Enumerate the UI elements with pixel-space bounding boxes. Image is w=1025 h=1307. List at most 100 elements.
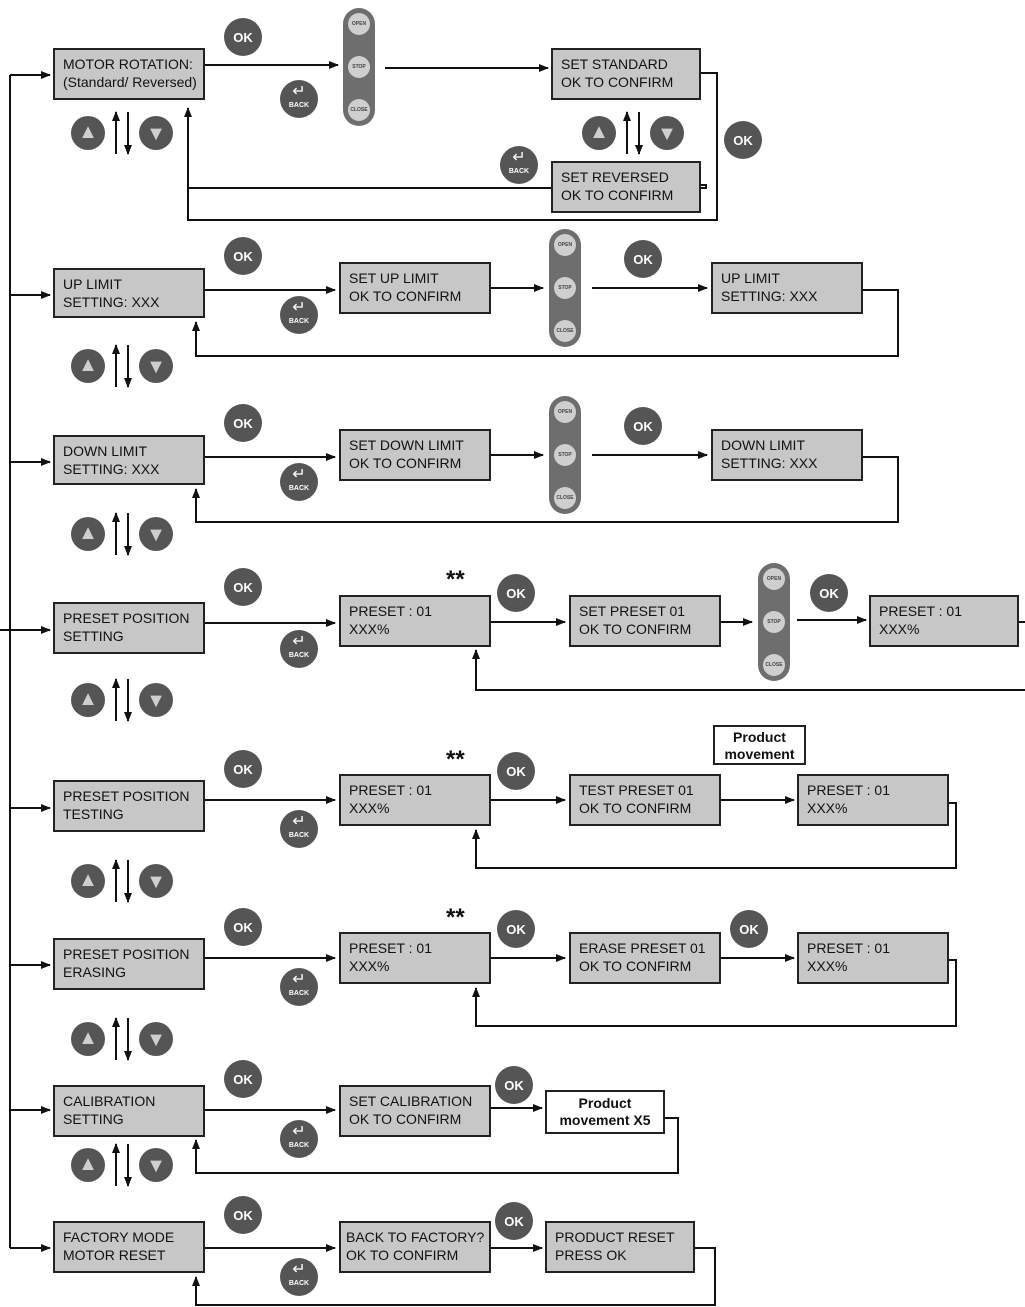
lcd-preset-select: PRESET : 01 XXX% — [339, 595, 491, 647]
ok-button: OK — [810, 574, 848, 612]
menu-preset-testing: PRESET POSITION TESTING — [53, 780, 205, 832]
close-key: CLOSE — [554, 487, 576, 509]
lcd-line-1: DOWN LIMIT — [721, 437, 805, 453]
back-label: BACK — [288, 652, 310, 659]
triangle-down-icon: ▼ — [146, 524, 166, 546]
ok-button: OK — [224, 18, 262, 56]
remote-control: OPEN STOP CLOSE — [758, 563, 790, 681]
down-button: ▼ — [139, 517, 173, 551]
lcd-line-1: PRESET : 01 — [879, 603, 963, 619]
remote-control: OPEN STOP CLOSE — [549, 229, 581, 347]
menu-preset-setting: PRESET POSITION SETTING — [53, 602, 205, 654]
lcd-line-2: XXX% — [807, 958, 848, 974]
back-label: BACK — [288, 832, 310, 839]
lcd-line-2: OK TO CONFIRM — [579, 958, 692, 974]
lcd-line-2: SETTING: XXX — [63, 461, 160, 477]
lcd-back-to-factory: BACK TO FACTORY? OK TO CONFIRM — [339, 1221, 491, 1273]
return-arrow-icon: ↵ — [292, 83, 306, 100]
ok-button: OK — [730, 910, 768, 948]
return-arrow-icon: ↵ — [292, 633, 306, 650]
back-label: BACK — [288, 990, 310, 997]
triangle-down-icon: ▼ — [657, 123, 677, 145]
up-button: ▲ — [71, 864, 105, 898]
ok-button: OK — [224, 1060, 262, 1098]
lcd-set-reversed: SET REVERSED OK TO CONFIRM — [551, 161, 701, 213]
triangle-down-icon: ▼ — [146, 1029, 166, 1051]
preset-marker: ** — [446, 746, 465, 773]
lcd-line-2: XXX% — [879, 621, 920, 637]
note-line-1: Product — [733, 729, 786, 745]
open-key: OPEN — [348, 13, 370, 35]
close-key: CLOSE — [554, 320, 576, 342]
triangle-up-icon: ▲ — [78, 1027, 98, 1049]
lcd-line-2: OK TO CONFIRM — [346, 1247, 459, 1263]
open-key: OPEN — [554, 234, 576, 256]
lcd-line-2: SETTING — [63, 1111, 124, 1127]
up-button: ▲ — [71, 116, 105, 150]
menu-motor-rotation: MOTOR ROTATION: (Standard/ Reversed) — [53, 48, 205, 100]
ok-button: OK — [724, 121, 762, 159]
lcd-line-1: PRESET : 01 — [807, 940, 891, 956]
product-movement-note: Product movement — [713, 725, 806, 765]
lcd-line-1: SET CALIBRATION — [349, 1093, 473, 1109]
lcd-line-1: UP LIMIT — [63, 276, 122, 292]
ok-button: OK — [624, 240, 662, 278]
back-button: ↵ BACK — [280, 810, 318, 848]
lcd-line-2: OK TO CONFIRM — [349, 1111, 462, 1127]
triangle-up-icon: ▲ — [78, 688, 98, 710]
lcd-erase-preset: ERASE PRESET 01 OK TO CONFIRM — [569, 932, 721, 984]
lcd-line-2: SETTING: XXX — [721, 288, 818, 304]
lcd-line-1: SET PRESET 01 — [579, 603, 686, 619]
triangle-down-icon: ▼ — [146, 690, 166, 712]
lcd-line-2: OK TO CONFIRM — [349, 288, 462, 304]
lcd-preset-select: PRESET : 01 XXX% — [339, 932, 491, 984]
ok-button: OK — [495, 1202, 533, 1240]
lcd-line-2: XXX% — [807, 800, 848, 816]
back-button: ↵BACK — [280, 296, 318, 334]
lcd-line-1: FACTORY MODE — [63, 1229, 175, 1245]
ok-button: OK — [497, 752, 535, 790]
lcd-line-1: MOTOR ROTATION: — [63, 56, 193, 72]
lcd-line-2: SETTING: XXX — [63, 294, 160, 310]
up-button: ▲ — [71, 683, 105, 717]
lcd-line-2: ERASING — [63, 964, 127, 980]
lcd-set-down-limit: SET DOWN LIMIT OK TO CONFIRM — [339, 429, 491, 481]
back-label: BACK — [288, 102, 310, 109]
lcd-line-1: PRODUCT RESET — [555, 1229, 675, 1245]
lcd-line-1: PRESET POSITION — [63, 610, 190, 626]
lcd-test-preset: TEST PRESET 01 OK TO CONFIRM — [569, 774, 721, 826]
triangle-up-icon: ▲ — [78, 121, 98, 143]
close-key: CLOSE — [348, 99, 370, 121]
open-key: OPEN — [763, 568, 785, 590]
down-button: ▼ — [139, 116, 173, 150]
lcd-line-2: PRESS OK — [555, 1247, 627, 1263]
lcd-set-calibration: SET CALIBRATION OK TO CONFIRM — [339, 1085, 491, 1137]
lcd-line-1: SET STANDARD — [561, 56, 668, 72]
triangle-up-icon: ▲ — [78, 522, 98, 544]
return-arrow-icon: ↵ — [292, 813, 306, 830]
triangle-up-icon: ▲ — [589, 121, 609, 143]
preset-marker: ** — [446, 566, 465, 593]
triangle-down-icon: ▼ — [146, 871, 166, 893]
down-button: ▼ — [139, 1022, 173, 1056]
lcd-line-2: XXX% — [349, 621, 390, 637]
back-label: BACK — [288, 1280, 310, 1287]
up-button: ▲ — [71, 349, 105, 383]
lcd-line-2: OK TO CONFIRM — [349, 455, 462, 471]
up-button: ▲ — [71, 517, 105, 551]
lcd-line-1: BACK TO FACTORY? — [346, 1229, 485, 1245]
menu-up-limit: UP LIMIT SETTING: XXX — [53, 268, 205, 318]
lcd-line-1: SET UP LIMIT — [349, 270, 439, 286]
back-button: ↵BACK — [280, 463, 318, 501]
back-label: BACK — [288, 485, 310, 492]
down-button: ▼ — [139, 349, 173, 383]
triangle-up-icon: ▲ — [78, 1153, 98, 1175]
lcd-line-2: MOTOR RESET — [63, 1247, 166, 1263]
lcd-down-limit-result: DOWN LIMIT SETTING: XXX — [711, 429, 863, 481]
lcd-line-1: TEST PRESET 01 — [579, 782, 694, 798]
triangle-down-icon: ▼ — [146, 1155, 166, 1177]
lcd-preset-select: PRESET : 01 XXX% — [339, 774, 491, 826]
up-button: ▲ — [582, 116, 616, 150]
up-button: ▲ — [71, 1148, 105, 1182]
